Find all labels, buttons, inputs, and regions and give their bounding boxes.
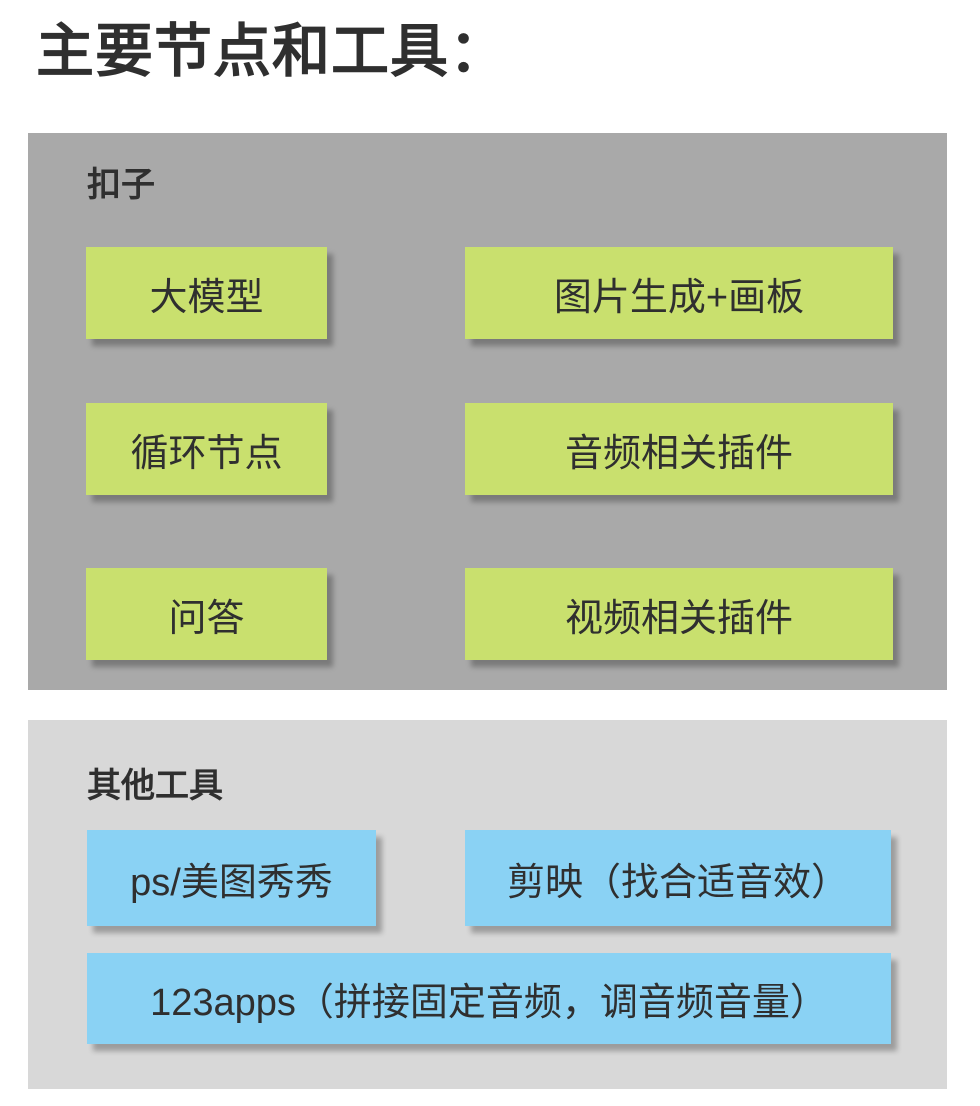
tool-box-123apps: 123apps（拼接固定音频，调音频音量） xyxy=(87,953,891,1044)
section-coze-label: 扣子 xyxy=(87,166,155,204)
section-other-tools: 其他工具 ps/美图秀秀 剪映（找合适音效） 123apps（拼接固定音频，调音… xyxy=(28,720,947,1089)
node-box-audio-plugins: 音频相关插件 xyxy=(465,403,893,495)
tool-box-jianying: 剪映（找合适音效） xyxy=(465,830,891,926)
node-box-qa: 问答 xyxy=(86,568,327,660)
tool-box-ps-meitu: ps/美图秀秀 xyxy=(87,830,376,926)
node-box-image-generation-canvas: 图片生成+画板 xyxy=(465,247,893,339)
section-other-tools-label: 其他工具 xyxy=(87,767,223,805)
page-title: 主要节点和工具： xyxy=(36,19,509,84)
node-box-loop-node: 循环节点 xyxy=(86,403,327,495)
section-coze: 扣子 大模型 图片生成+画板 循环节点 音频相关插件 问答 视频相关插件 xyxy=(28,133,947,690)
node-box-video-plugins: 视频相关插件 xyxy=(465,568,893,660)
node-box-llm: 大模型 xyxy=(86,247,327,339)
